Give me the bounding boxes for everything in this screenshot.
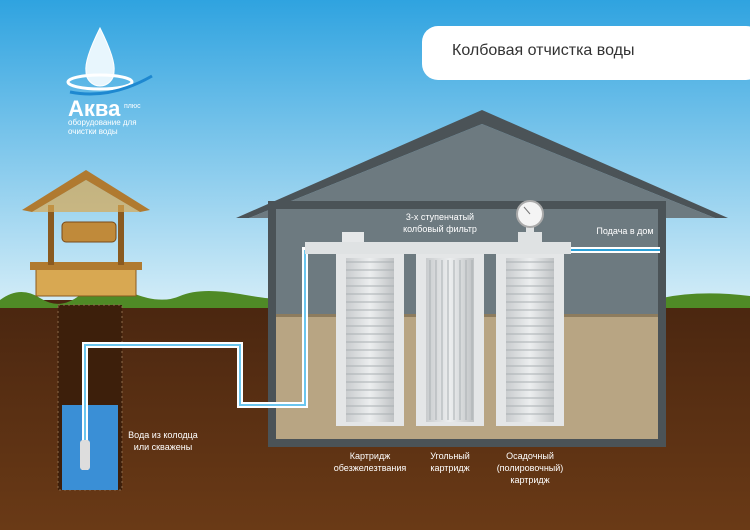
well (22, 170, 150, 491)
logo-tagline-1: оборудование для (68, 118, 137, 127)
label-line: Вода из колодца (128, 430, 198, 440)
label-line: обезжелезтвания (333, 463, 407, 473)
title-banner: Колбовая отчистка воды (422, 26, 750, 80)
logo-tagline-2: очистки воды (68, 127, 118, 136)
grass (0, 286, 274, 308)
logo-drop-icon (66, 26, 153, 96)
label-line: или скважены (133, 442, 193, 452)
cartridge-3-label: Осадочный (полировочный) картридж (488, 450, 572, 486)
filter-label-line: колбовый фильтр (403, 224, 477, 234)
water-source-label: Вода из колодца или скважены (118, 429, 208, 453)
cartridge-2-label: Угольный картридж (415, 450, 485, 474)
cartridge-1 (336, 254, 404, 426)
page-title: Колбовая отчистка воды (452, 42, 635, 59)
label-line: картридж (430, 463, 470, 473)
label-line: картридж (510, 475, 550, 485)
cartridge-2 (416, 254, 484, 426)
cartridge-3 (496, 254, 564, 426)
label-line: Картридж (349, 451, 391, 461)
label-line: (полировочный) (496, 463, 564, 473)
pump (80, 440, 90, 470)
logo-brand: Аква (68, 96, 121, 121)
supply-label: Подача в дом (596, 226, 654, 236)
label-line: Угольный (430, 451, 470, 461)
filter-label: 3-х ступенчатый колбовый фильтр (395, 211, 485, 235)
grass-right (662, 293, 750, 308)
filter-unit (305, 200, 571, 426)
label-line: Осадочный (506, 451, 554, 461)
filter-label-line: 3-х ступенчатый (405, 212, 475, 222)
logo-suffix: плюс (124, 103, 141, 110)
cartridge-1-label: Картридж обезжелезтвания (325, 450, 415, 474)
